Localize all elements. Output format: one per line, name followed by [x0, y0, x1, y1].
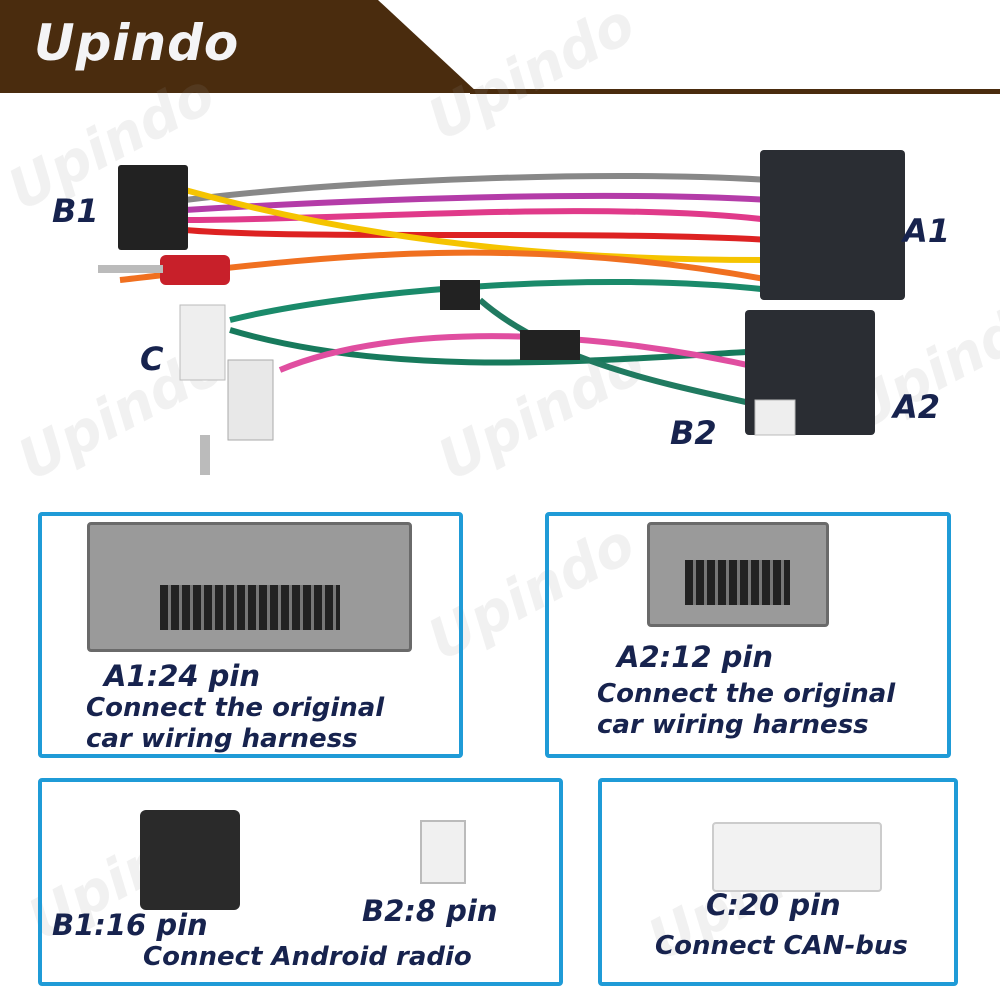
- red-rca-plug: [160, 255, 230, 285]
- a1-connector: [760, 150, 905, 300]
- white-rca-plug: [227, 359, 274, 441]
- panel-a1: A1:24 pin Connect the original car wirin…: [38, 512, 463, 758]
- b-desc: Connect Android radio: [143, 942, 472, 972]
- a1-desc-line2: car wiring harness: [86, 724, 358, 754]
- a2-desc-line2: car wiring harness: [597, 710, 869, 740]
- a1-desc-line1: Connect the original: [86, 693, 385, 723]
- a2-title: A2:12 pin: [617, 640, 774, 674]
- c-connector: [179, 304, 226, 381]
- c-connector-image: [712, 822, 882, 892]
- brand-logo: Upindo: [34, 14, 240, 72]
- a1-connector-image: [87, 522, 412, 652]
- label-a1: A1: [903, 212, 951, 250]
- banner-rule: [470, 89, 1000, 94]
- a2-connector-image: [647, 522, 829, 627]
- b2-connector: [754, 399, 796, 436]
- label-b1: B1: [52, 192, 99, 230]
- b1-connector-image: [140, 810, 240, 910]
- a2-desc-line1: Connect the original: [597, 679, 896, 709]
- b1-title: B1:16 pin: [52, 908, 208, 942]
- panel-b1-b2: B1:16 pin B2:8 pin Connect Android radio: [38, 778, 563, 986]
- label-a2: A2: [893, 388, 941, 426]
- c-desc: Connect CAN-bus: [655, 931, 908, 961]
- panel-c: C:20 pin Connect CAN-bus: [598, 778, 958, 986]
- b2-connector-image: [420, 820, 466, 884]
- b2-title: B2:8 pin: [362, 894, 498, 928]
- c-title: C:20 pin: [706, 888, 841, 922]
- b1-connector: [118, 165, 188, 250]
- label-b2: B2: [670, 414, 717, 452]
- a1-title: A1:24 pin: [104, 659, 261, 693]
- label-c: C: [140, 340, 164, 378]
- panel-a2: A2:12 pin Connect the original car wirin…: [545, 512, 951, 758]
- wiring-harness-photo: [98, 150, 905, 475]
